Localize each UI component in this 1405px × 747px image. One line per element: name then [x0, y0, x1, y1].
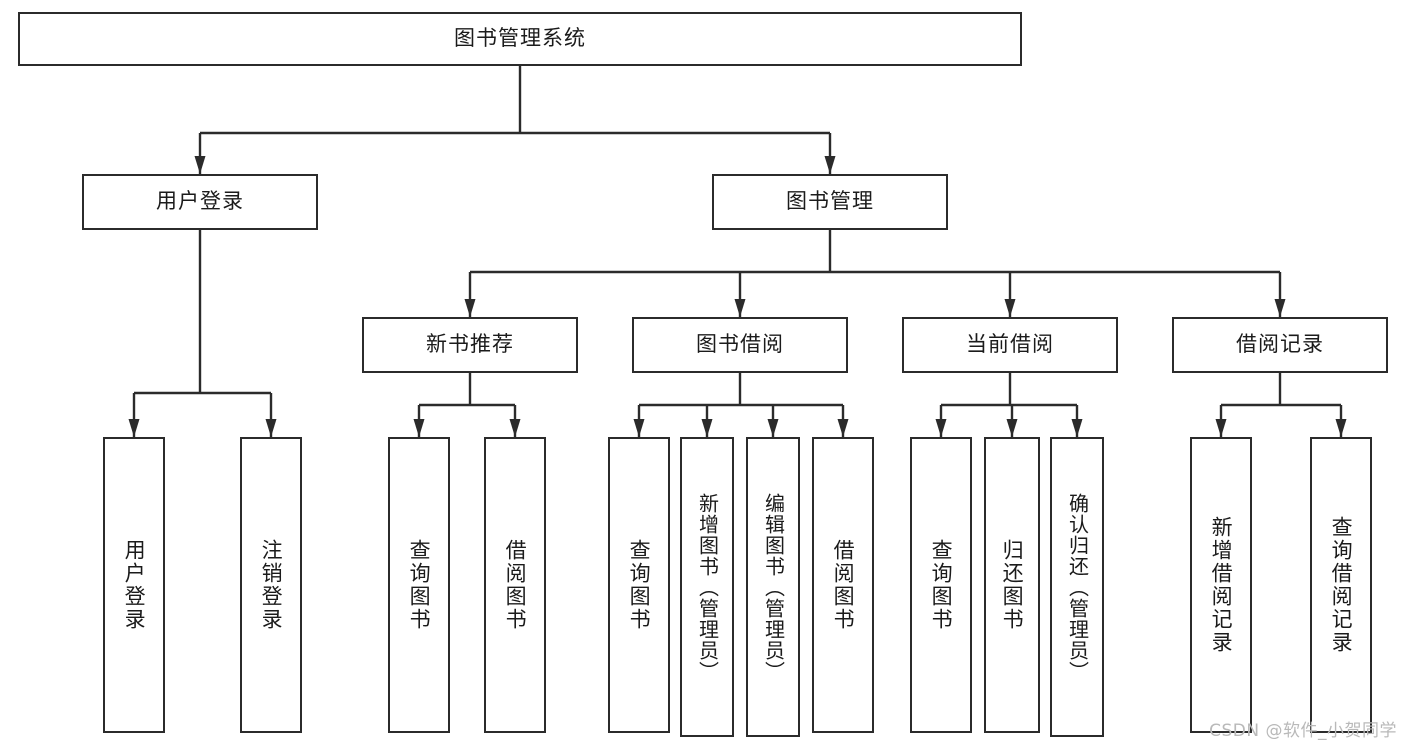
node-book-management-module[interactable]: 图书管理 — [712, 174, 948, 230]
leaf-user-login[interactable]: 用户登录 — [103, 437, 165, 733]
arrowhead — [464, 299, 476, 317]
node-label: 查询图书 — [407, 539, 432, 631]
node-label: 借阅图书 — [503, 539, 528, 631]
arrowhead — [824, 156, 836, 174]
node-new-book-recommend[interactable]: 新书推荐 — [362, 317, 578, 373]
arrowhead — [1274, 299, 1286, 317]
node-borrow-record[interactable]: 借阅记录 — [1172, 317, 1388, 373]
arrowhead — [128, 419, 140, 437]
node-label: 确认归还（管理员） — [1065, 492, 1090, 682]
leaf-current-query-book[interactable]: 查询图书 — [910, 437, 972, 733]
arrowhead — [1071, 419, 1083, 437]
arrowhead — [1335, 419, 1347, 437]
leaf-borrow-edit-book-admin[interactable]: 编辑图书（管理员） — [746, 437, 800, 737]
arrowhead — [413, 419, 425, 437]
node-label: 查询图书 — [929, 539, 954, 631]
node-label: 图书管理系统 — [454, 26, 586, 51]
node-label: 查询图书 — [627, 539, 652, 631]
leaf-current-confirm-return-admin[interactable]: 确认归还（管理员） — [1050, 437, 1104, 737]
csdn-watermark: CSDN @软件_小贺同学 — [1209, 721, 1397, 741]
arrowhead — [509, 419, 521, 437]
arrowhead — [734, 299, 746, 317]
node-label: 图书借阅 — [696, 332, 784, 357]
node-label: 新增借阅记录 — [1209, 516, 1234, 654]
leaf-record-query[interactable]: 查询借阅记录 — [1310, 437, 1372, 733]
leaf-borrow-query-book[interactable]: 查询图书 — [608, 437, 670, 733]
node-label: 借阅记录 — [1236, 332, 1324, 357]
arrowhead — [767, 419, 779, 437]
arrowhead — [837, 419, 849, 437]
node-label: 图书管理 — [786, 189, 874, 214]
arrowhead — [194, 156, 206, 174]
leaf-user-logout[interactable]: 注销登录 — [240, 437, 302, 733]
node-book-borrow[interactable]: 图书借阅 — [632, 317, 848, 373]
node-label: 用户登录 — [122, 539, 147, 631]
leaf-current-return-book[interactable]: 归还图书 — [984, 437, 1040, 733]
leaf-record-add[interactable]: 新增借阅记录 — [1190, 437, 1252, 733]
leaf-borrow-lend-book[interactable]: 借阅图书 — [812, 437, 874, 733]
leaf-new-borrow-book[interactable]: 借阅图书 — [484, 437, 546, 733]
node-root[interactable]: 图书管理系统 — [18, 12, 1022, 66]
arrowhead — [935, 419, 947, 437]
arrowhead — [1215, 419, 1227, 437]
arrowhead — [1006, 419, 1018, 437]
node-label: 新增图书（管理员） — [695, 492, 720, 682]
node-label: 注销登录 — [259, 539, 284, 631]
node-label: 借阅图书 — [831, 539, 856, 631]
leaf-borrow-add-book-admin[interactable]: 新增图书（管理员） — [680, 437, 734, 737]
node-current-borrow[interactable]: 当前借阅 — [902, 317, 1118, 373]
node-label: 编辑图书（管理员） — [761, 492, 786, 682]
leaf-new-query-book[interactable]: 查询图书 — [388, 437, 450, 733]
arrowhead — [701, 419, 713, 437]
arrowhead — [265, 419, 277, 437]
node-label: 用户登录 — [156, 189, 244, 214]
node-user-login-module[interactable]: 用户登录 — [82, 174, 318, 230]
arrowhead — [1004, 299, 1016, 317]
node-label: 归还图书 — [1000, 539, 1025, 631]
node-label: 查询借阅记录 — [1329, 516, 1354, 654]
arrowhead — [633, 419, 645, 437]
node-label: 当前借阅 — [966, 332, 1054, 357]
node-label: 新书推荐 — [426, 332, 514, 357]
